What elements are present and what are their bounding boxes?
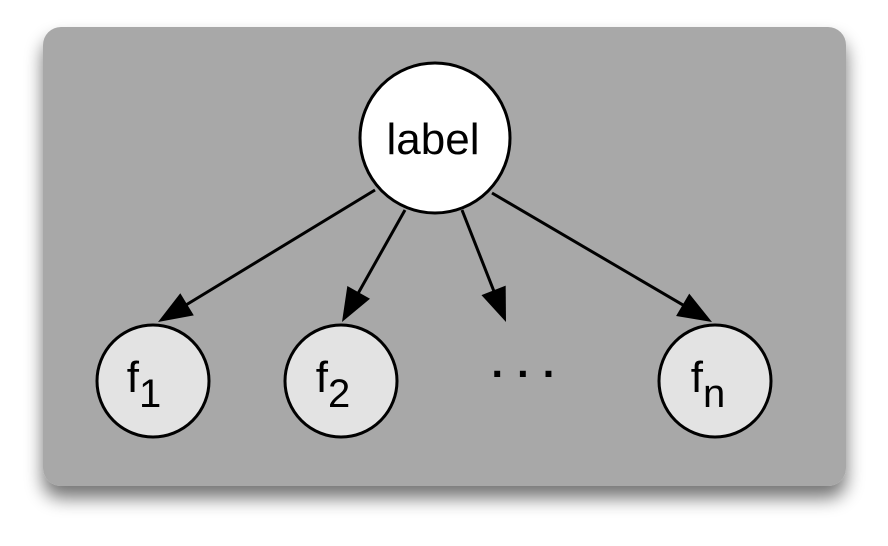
edge-label-to-f1 <box>158 188 376 322</box>
diagram-panel <box>43 27 846 486</box>
leaf-node-f1: f1 <box>95 323 211 439</box>
leaf-node-fn-subscript: n <box>703 372 725 416</box>
svg-text:f1: f1 <box>127 353 161 416</box>
edge-label-to-f1-arrowhead <box>158 293 194 322</box>
leaf-node-f1-subscript: 1 <box>139 372 161 416</box>
edge-label-to-ellipsis <box>460 209 506 322</box>
ellipsis: · · · <box>491 350 556 397</box>
leaf-node-f1-base: f <box>127 353 140 402</box>
svg-text:f2: f2 <box>316 353 350 416</box>
leaf-node-f2: f2 <box>283 323 399 439</box>
leaf-node-fn-base: f <box>691 353 704 402</box>
leaf-node-f2-base: f <box>316 353 329 402</box>
leaf-node-fn: fn <box>657 323 773 439</box>
edge-label-to-fn <box>491 191 712 322</box>
edge-label-to-f2-arrowhead <box>342 285 370 322</box>
leaf-node-f2-subscript: 2 <box>328 372 350 416</box>
edge-label-to-f2 <box>342 209 407 322</box>
root-node: label <box>358 61 512 215</box>
svg-text:fn: fn <box>691 353 725 416</box>
edge-label-to-ellipsis-arrowhead <box>481 285 506 322</box>
root-node-label: label <box>387 115 480 164</box>
edge-label-to-fn-arrowhead <box>676 293 712 322</box>
edges <box>158 188 712 322</box>
